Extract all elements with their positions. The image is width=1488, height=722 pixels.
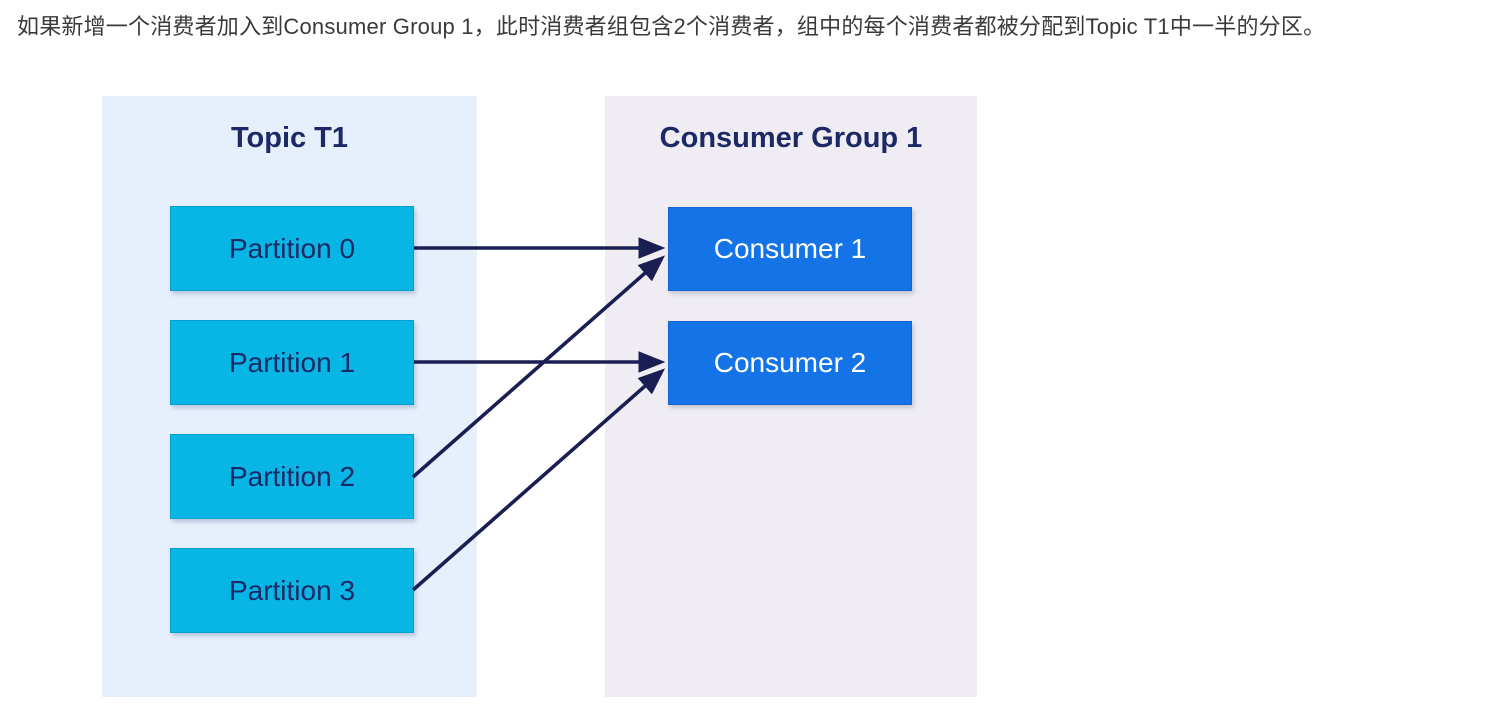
partition-box-2: Partition 2 [170, 434, 414, 519]
consumer-group-panel: Consumer Group 1 [605, 96, 977, 697]
consumer-group-title: Consumer Group 1 [659, 122, 923, 154]
partition-box-0: Partition 0 [170, 206, 414, 291]
topic-title: Topic T1 [230, 122, 349, 154]
partition-box-3: Partition 3 [170, 548, 414, 633]
consumer-box-1: Consumer 1 [668, 207, 912, 291]
caption-text: 如果新增一个消费者加入到Consumer Group 1，此时消费者组包含2个消… [17, 14, 1326, 39]
consumer-box-2: Consumer 2 [668, 321, 912, 405]
partition-box-1: Partition 1 [170, 320, 414, 405]
